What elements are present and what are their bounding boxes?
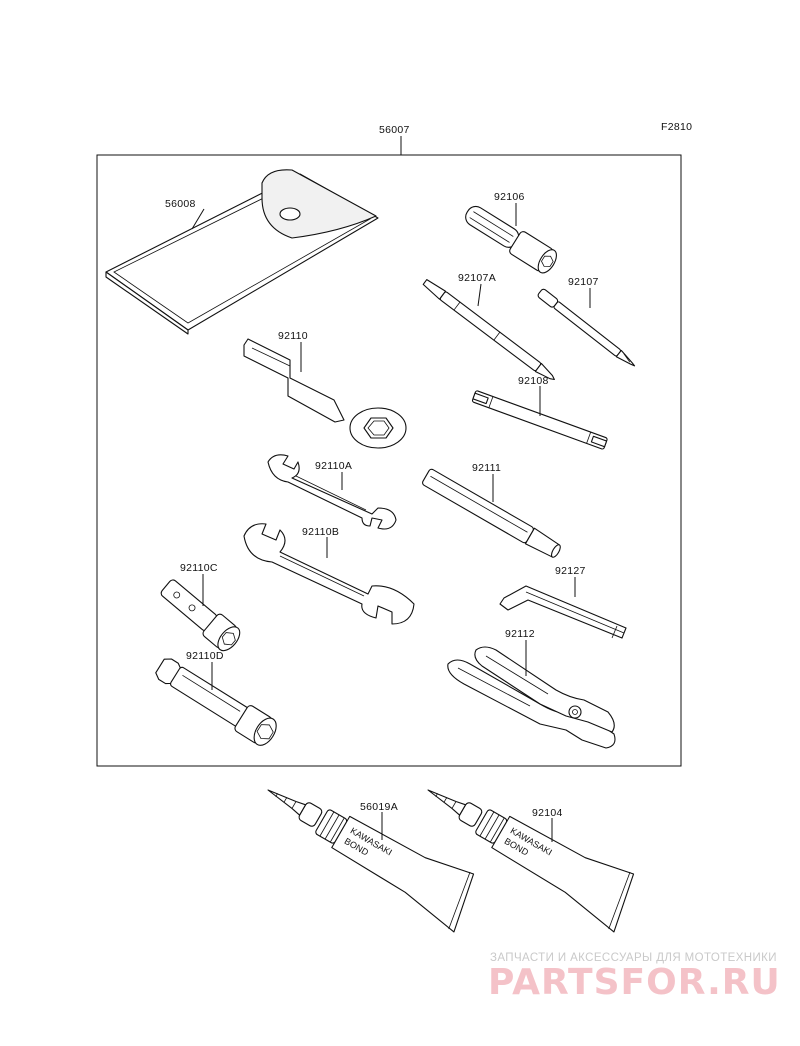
tool-pouch (105, 169, 379, 335)
socket-wrench-c (160, 579, 241, 652)
screwdriver-bit-a (422, 279, 555, 381)
part-label-92127: 92127 (555, 565, 586, 577)
part-label-92107: 92107 (568, 276, 599, 288)
kit-frame (96, 154, 682, 767)
part-label-92104: 92104 (532, 807, 563, 819)
open-wrench-a (267, 454, 397, 530)
bond-tube-a: KAWASAKI BOND (267, 789, 475, 933)
part-label-92108: 92108 (518, 375, 549, 387)
part-label-92110D: 92110D (186, 650, 224, 662)
part-label-92106: 92106 (494, 191, 525, 203)
handle-bar (422, 468, 561, 558)
part-label-92110B: 92110B (302, 526, 339, 538)
figure-code: F2810 (661, 121, 692, 133)
bond-tube: KAWASAKI BOND (427, 789, 635, 933)
hex-key (499, 585, 627, 639)
part-label-92111: 92111 (472, 462, 501, 474)
part-label-92110C: 92110C (180, 562, 218, 574)
watermark-logo: PARTSFOR.RU (488, 962, 781, 1003)
spoke-wrench (471, 390, 608, 450)
ring-wrench (243, 338, 407, 449)
part-label-92110: 92110 (278, 330, 308, 342)
screwdriver-bit (537, 288, 636, 367)
part-label-92110A: 92110A (315, 460, 352, 472)
part-label-56019A: 56019A (360, 801, 398, 813)
part-label-92112: 92112 (505, 628, 535, 640)
plug-wrench-d (155, 658, 277, 746)
part-label-56008: 56008 (165, 198, 196, 210)
pliers (447, 646, 616, 749)
part-label-56007: 56007 (379, 124, 410, 136)
part-label-92107A: 92107A (458, 272, 496, 284)
bit-holder (465, 205, 557, 274)
open-wrench-b (243, 523, 415, 625)
watermark-tagline: ЗАПЧАСТИ И АКСЕССУАРЫ ДЛЯ МОТОТЕХНИКИ (490, 952, 777, 964)
